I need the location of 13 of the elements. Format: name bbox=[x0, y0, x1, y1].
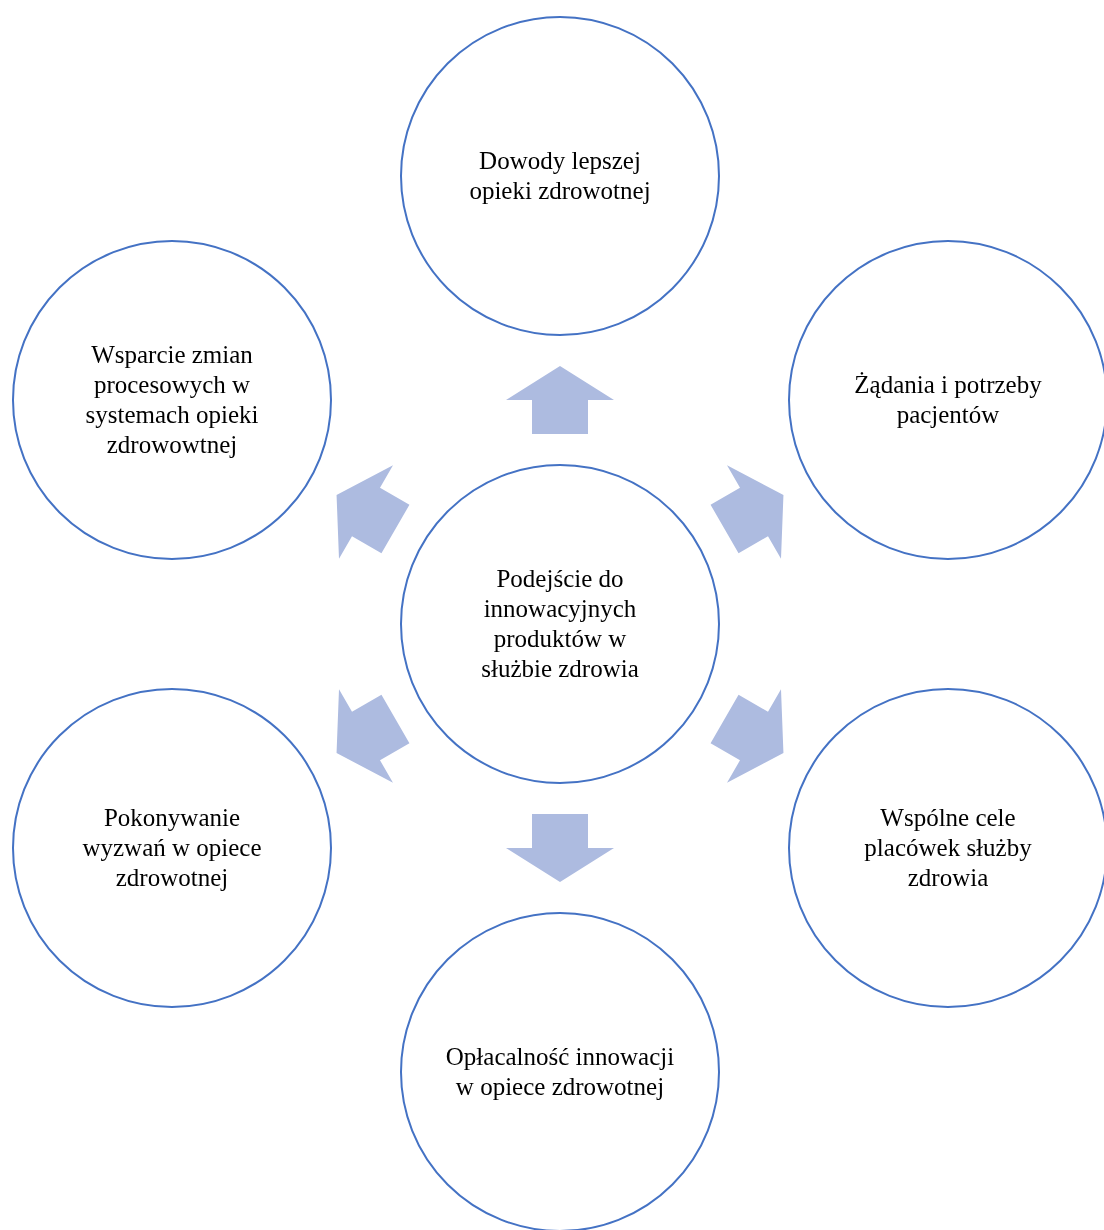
node-label: Opłacalność innowacji w opiece zdrowotnej bbox=[445, 1042, 675, 1102]
node-label: Podejście do innowacyjnych produktów w służbie zdrowia bbox=[480, 564, 640, 684]
node-label: Pokonywanie wyzwań w opiece zdrowotnej bbox=[81, 803, 263, 893]
block-arrow bbox=[506, 366, 614, 434]
block-arrow bbox=[710, 689, 784, 783]
block-arrow bbox=[336, 465, 410, 559]
block-arrow bbox=[336, 689, 410, 783]
node-label: Wspólne cele placówek służby zdrowia bbox=[863, 803, 1033, 893]
node-label: Dowody lepszej opieki zdrowotnej bbox=[468, 146, 652, 206]
block-arrow bbox=[710, 465, 784, 559]
block-arrow bbox=[506, 814, 614, 882]
node-label: Wsparcie zmian procesowych w systemach opieki zdrowowtnej bbox=[84, 340, 260, 460]
node-label: Żądania i potrzeby pacjentów bbox=[853, 370, 1043, 430]
